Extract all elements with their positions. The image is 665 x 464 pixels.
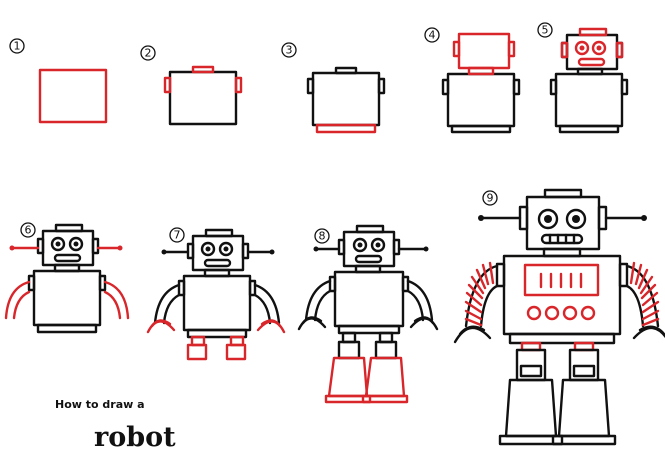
step-9-number: 9	[487, 192, 494, 205]
step-1: 1	[9, 38, 108, 124]
step-2-number: 2	[145, 47, 152, 60]
step-3-number: 3	[286, 44, 293, 57]
title: How to draw a robot	[55, 398, 176, 453]
step-5: 5	[537, 22, 629, 134]
step-6-number: 6	[25, 224, 32, 237]
step-7-number: 7	[174, 229, 181, 242]
step-7: 7	[146, 227, 286, 361]
step-4-number: 4	[429, 29, 436, 42]
title-line-2: robot	[94, 422, 176, 453]
step-1-number: 1	[14, 40, 21, 53]
step-4: 4	[424, 27, 521, 134]
step-8-number: 8	[319, 230, 326, 243]
step-3: 3	[281, 42, 386, 134]
title-line-1: How to draw a	[55, 398, 145, 411]
step-6: 6	[4, 222, 130, 334]
step-9: 9	[453, 188, 665, 446]
left-arm-coils	[464, 261, 495, 327]
step-5-number: 5	[542, 24, 549, 37]
step-2: 2	[140, 45, 243, 126]
step-8: 8	[297, 224, 439, 404]
right-arm-coils	[629, 261, 660, 327]
